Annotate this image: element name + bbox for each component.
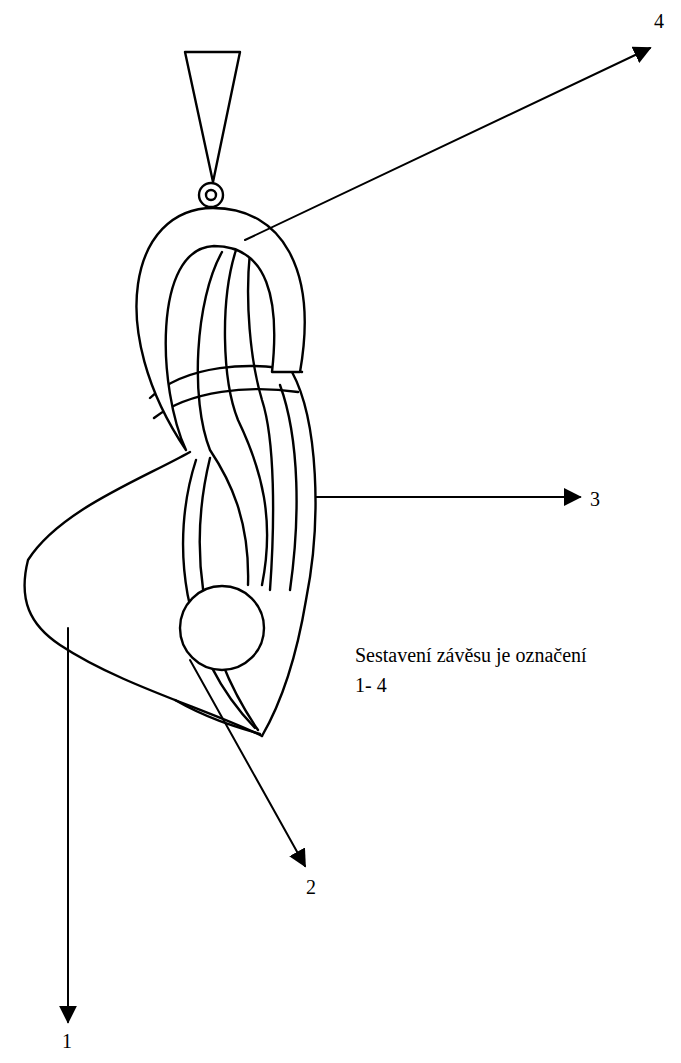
callout-number: 4 xyxy=(654,6,664,36)
callout-number: 1 xyxy=(62,1026,72,1056)
right-leaf-outline xyxy=(262,372,315,736)
note-text: Sestavení závěsu je označení 1- 4 xyxy=(355,640,595,700)
strand xyxy=(175,700,260,734)
leader-line xyxy=(245,48,650,240)
leader-line xyxy=(190,660,305,866)
bail-triangle xyxy=(185,52,240,182)
leader-line xyxy=(316,496,580,498)
horseshoe xyxy=(136,208,304,450)
pearl xyxy=(180,586,264,670)
bail-ring-hole xyxy=(206,190,216,200)
band xyxy=(154,389,298,418)
strand xyxy=(225,250,267,585)
bail-ring xyxy=(199,183,223,207)
callout-number: 3 xyxy=(590,484,600,514)
callout-number: 2 xyxy=(306,872,316,902)
strand xyxy=(198,252,248,585)
right-leaf-inner xyxy=(280,385,297,590)
leader-line xyxy=(67,628,69,1022)
strand xyxy=(248,252,273,590)
